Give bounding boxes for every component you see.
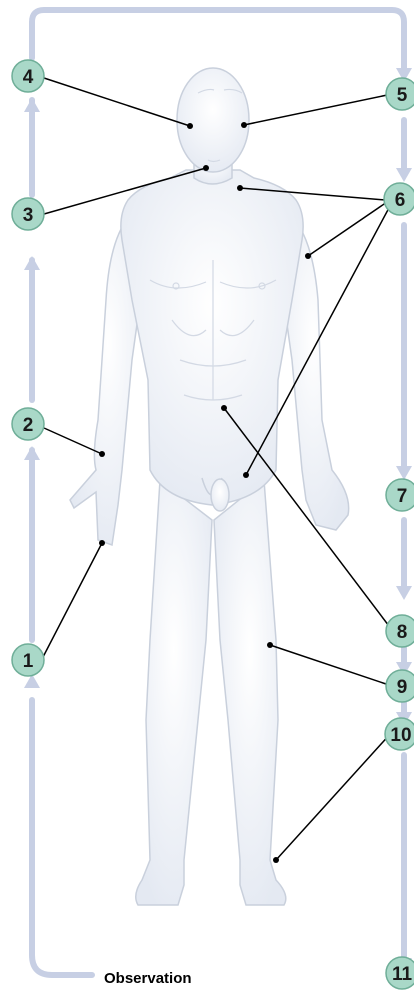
marker-7: 7 (386, 479, 414, 511)
torso (121, 170, 303, 505)
head (177, 68, 249, 172)
svg-text:7: 7 (397, 486, 408, 507)
svg-text:6: 6 (395, 190, 406, 211)
leader-10 (276, 732, 392, 860)
leader-5 (244, 94, 392, 125)
marker-8: 8 (386, 615, 414, 647)
marker-5: 5 (386, 78, 414, 110)
leader-4 (44, 78, 190, 126)
svg-text:8: 8 (397, 622, 408, 643)
svg-text:2: 2 (23, 415, 34, 436)
svg-text:3: 3 (23, 205, 34, 226)
svg-text:1: 1 (23, 651, 34, 672)
svg-text:9: 9 (397, 677, 408, 698)
marker-9: 9 (386, 670, 414, 702)
genitals (211, 479, 229, 511)
svg-text:10: 10 (390, 725, 411, 746)
marker-3: 3 (12, 198, 44, 230)
marker-11: 11 (386, 957, 414, 989)
leader-1 (42, 543, 102, 659)
marker-6: 6 (384, 183, 414, 215)
left-leg (136, 480, 212, 905)
marker-4: 4 (12, 60, 44, 92)
marker-1: 1 (12, 644, 44, 676)
marker-10: 10 (385, 718, 414, 750)
observation-caption: Observation (104, 970, 192, 987)
svg-text:4: 4 (23, 67, 34, 88)
right-leg (214, 480, 286, 905)
leader-6b (308, 202, 387, 256)
marker-2: 2 (12, 408, 44, 440)
svg-text:5: 5 (397, 85, 408, 106)
leader-2 (44, 428, 102, 454)
leader-9 (270, 645, 392, 686)
svg-text:11: 11 (392, 964, 413, 985)
